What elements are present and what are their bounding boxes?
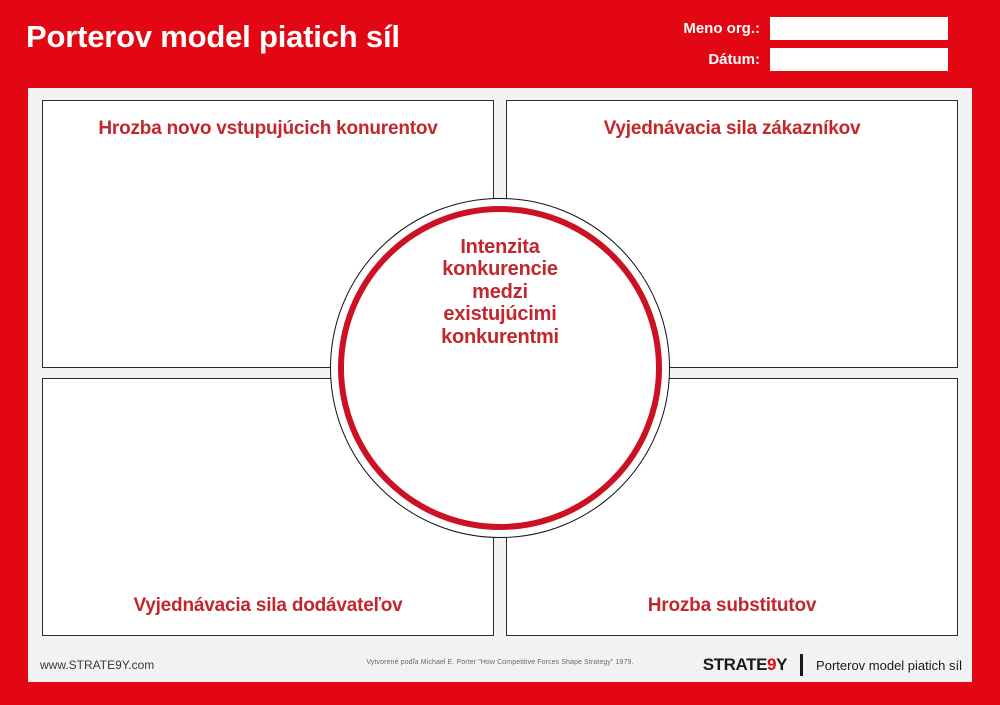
quadrant-new-entrants-label: Hrozba novo vstupujúcich konurentov	[98, 118, 438, 139]
brand-divider	[800, 654, 804, 676]
footer-template-name: Porterov model piatich síl	[816, 657, 962, 673]
header-fields: Meno org.: Dátum:	[588, 16, 948, 78]
center-line-2: konkurencie	[442, 258, 558, 281]
org-name-label: Meno org.:	[683, 20, 760, 37]
quadrant-supplier-power-label: Vyjednávacia sila dodávateľov	[133, 595, 403, 616]
center-line-4: existujúcimi	[443, 303, 557, 326]
center-line-5: konkurentmi	[441, 325, 559, 348]
date-label: Dátum:	[708, 51, 760, 68]
center-line-1: Intenzita	[460, 236, 540, 258]
date-row: Dátum:	[588, 47, 948, 72]
header-bar: Porterov model piatich síl Meno org.: Dá…	[0, 0, 1000, 88]
page-title: Porterov model piatich síl	[26, 19, 400, 54]
brand-suffix: Y	[776, 655, 788, 674]
brand-prefix: STRATE	[702, 655, 768, 674]
diagram-area: Hrozba novo vstupujúcich konurentov Vyje…	[28, 88, 972, 648]
center-circle[interactable]: Intenzita konkurencie medzi existujúcimi…	[330, 198, 670, 538]
quadrant-substitutes-label: Hrozba substitutov	[647, 595, 817, 616]
footer-credit-text: Vytvorené podľa Michael E. Porter "How C…	[366, 659, 634, 666]
brand-nine: 9	[767, 655, 777, 674]
quadrant-buyer-power-label: Vyjednávacia sila zákazníkov	[603, 118, 861, 139]
footer-website-link[interactable]: www.STRATE9Y.com	[40, 658, 155, 672]
org-name-input[interactable]	[770, 17, 948, 40]
footer-bar: www.STRATE9Y.com Vytvorené podľa Michael…	[28, 648, 972, 682]
org-name-row: Meno org.:	[588, 16, 948, 41]
strategy-logo: STRATE9Y	[702, 655, 788, 675]
date-input[interactable]	[770, 48, 948, 71]
center-line-3: medzi	[472, 280, 528, 303]
center-circle-label: Intenzita konkurencie medzi existujúcimi…	[330, 236, 670, 348]
circle-outline-inner	[338, 206, 662, 530]
footer-brand: STRATE9Y Porterov model piatich síl	[703, 653, 962, 677]
